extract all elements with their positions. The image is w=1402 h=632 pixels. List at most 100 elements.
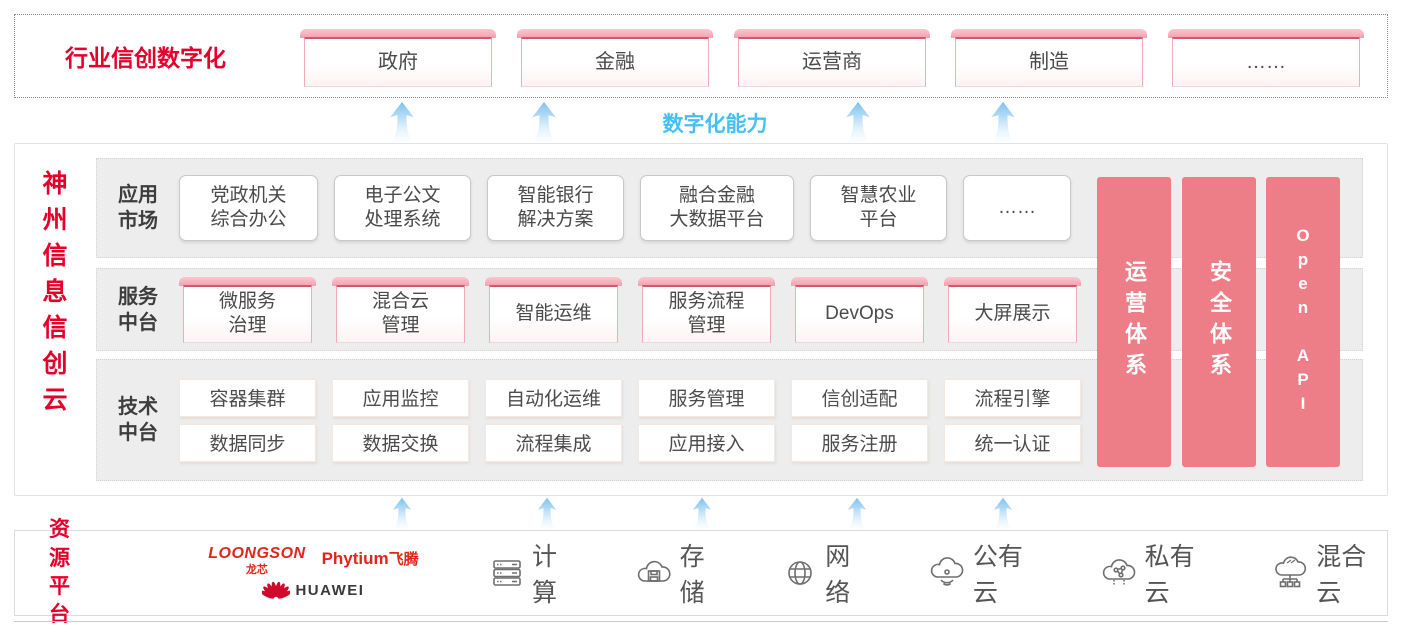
up-arrow-icon [991, 101, 1015, 143]
resource-item-public-cloud: 公有云 [928, 537, 1044, 609]
resource-item-label: 混合云 [1316, 543, 1367, 607]
tech-box: 信创适配 [791, 378, 928, 417]
compute-icon [493, 560, 521, 586]
tech-box: 流程引擎 [944, 378, 1081, 417]
row-app-market: 应用 市场 党政机关 综合办公 电子公文 处理系统 智能银行 解决方案 融合金融… [96, 158, 1363, 258]
bottom-divider [14, 621, 1388, 622]
industry-box-label: 政府 [378, 50, 418, 73]
row-label: 应用 市场 [118, 184, 158, 232]
industry-box-operator: 运营商 [734, 28, 930, 87]
industry-box-label: 运营商 [802, 50, 862, 73]
service-box: 大屏展示 [944, 276, 1081, 343]
up-arrow-icon [532, 101, 556, 143]
resource-item-label: 公有云 [972, 543, 1023, 607]
app-box: 融合金融 大数据平台 [640, 175, 794, 241]
resource-item-label: 网络 [825, 543, 851, 607]
industry-box-government: 政府 [300, 28, 496, 87]
box-cap [517, 28, 713, 38]
box-cap [300, 28, 496, 38]
network-icon [788, 561, 813, 585]
phytium-logo: Phytium飞腾 [322, 548, 419, 569]
phytium-wordmark: Phytium [321, 548, 389, 568]
tech-box: 数据交换 [332, 423, 469, 462]
tech-box: 应用接入 [638, 423, 775, 462]
row-tech-platform: 技术 中台 容器集群 数据同步 应用监控 数据交换 自动化运维 流程集成 [96, 359, 1363, 481]
box-cap [1168, 28, 1364, 38]
sidebar-open-api: Open API [1266, 177, 1340, 467]
app-box: 智慧农业 平台 [810, 175, 947, 241]
tech-box: 服务管理 [638, 378, 775, 417]
row-service-platform: 服务 中台 微服务 治理 混合云 管理 智能运维 服务流程 管理 DevOps … [96, 268, 1363, 351]
resource-item-private-cloud: 私有云 [1100, 537, 1216, 609]
industry-banner: 行业信创数字化 政府 金融 运营商 制造 …… [14, 14, 1388, 98]
resource-item-compute: 计算 [489, 537, 579, 609]
resource-item-list: 计算 存储 网络 [489, 537, 1387, 609]
sidebar-label: Open API [1293, 226, 1313, 418]
sidebar-label: 安全体系 [1207, 260, 1232, 384]
loongson-cn-label: 龙芯 [245, 563, 268, 576]
huawei-wordmark: HUAWEI [295, 582, 365, 599]
up-arrow-icon [392, 497, 412, 530]
platform-rows: 应用 市场 党政机关 综合办公 电子公文 处理系统 智能银行 解决方案 融合金融… [96, 158, 1363, 481]
storage-icon [637, 560, 671, 582]
up-arrow-icon [692, 497, 712, 530]
service-box: 混合云 管理 [332, 276, 469, 343]
service-box: DevOps [791, 276, 928, 343]
private-cloud-icon [1102, 559, 1135, 586]
capability-label: 数字化能力 [662, 113, 768, 136]
resource-item-network: 网络 [782, 537, 872, 609]
tech-column: 信创适配 服务注册 [791, 378, 928, 462]
platform-vertical-title: 神州信息信创云 [39, 170, 67, 422]
service-box: 服务流程 管理 [638, 276, 775, 343]
tech-box: 容器集群 [179, 378, 316, 417]
cloud-platform-panel: 神州信息信创云 应用 市场 党政机关 综合办公 电子公文 处理系统 智能银行 解… [14, 143, 1388, 496]
industry-box-manufacturing: 制造 [951, 28, 1147, 87]
industry-box-label: 制造 [1029, 50, 1069, 73]
resource-title: 资源 平台 [49, 518, 70, 627]
app-box: 智能银行 解决方案 [487, 175, 624, 241]
tech-column: 容器集群 数据同步 [179, 378, 316, 462]
resource-arrow-band [0, 497, 1402, 530]
sidebar-label: 运营体系 [1122, 260, 1147, 384]
tech-column: 应用监控 数据交换 [332, 378, 469, 462]
sidebar-security-system: 安全体系 [1182, 177, 1256, 467]
up-arrow-icon [390, 101, 414, 143]
up-arrow-icon [847, 497, 867, 530]
vendor-logos: LOONGSON 龙芯 Phytium飞腾 [186, 545, 441, 602]
tech-column: 自动化运维 流程集成 [485, 378, 622, 462]
industry-box-more: …… [1168, 28, 1364, 87]
resource-item-label: 私有云 [1144, 543, 1195, 607]
app-box: 党政机关 综合办公 [179, 175, 318, 241]
tech-box: 自动化运维 [485, 378, 622, 417]
tech-box: 流程集成 [485, 423, 622, 462]
tech-column: 服务管理 应用接入 [638, 378, 775, 462]
resource-item-hybrid-cloud: 混合云 [1271, 537, 1387, 609]
tech-column: 流程引擎 统一认证 [944, 378, 1081, 462]
app-box: …… [963, 175, 1071, 241]
resource-platform-panel: 资源 平台 LOONGSON 龙芯 Phytium飞腾 [14, 518, 1388, 626]
tech-box: 统一认证 [944, 423, 1081, 462]
resource-item-storage: 存储 [635, 537, 727, 609]
tech-box: 应用监控 [332, 378, 469, 417]
loongson-logo: LOONGSON 龙芯 [208, 545, 305, 577]
hybrid-cloud-icon [1275, 556, 1307, 588]
public-cloud-icon [930, 557, 964, 586]
loongson-wordmark: LOONGSON [208, 544, 306, 562]
box-cap [734, 28, 930, 38]
huawei-logo: HUAWEI [262, 580, 364, 602]
sidebar-operation-system: 运营体系 [1097, 177, 1171, 467]
service-box: 微服务 治理 [179, 276, 316, 343]
up-arrow-icon [537, 497, 557, 530]
industry-box-label: …… [1246, 50, 1286, 73]
resource-item-label: 存储 [679, 543, 705, 607]
industry-box-label: 金融 [595, 50, 635, 73]
huawei-petals-icon [262, 581, 291, 599]
tech-box: 数据同步 [179, 423, 316, 462]
row-label: 服务 中台 [118, 285, 158, 334]
box-cap [951, 28, 1147, 38]
industry-box-list: 政府 金融 运营商 制造 …… [300, 28, 1364, 87]
app-box: 电子公文 处理系统 [334, 175, 471, 241]
resource-item-label: 计算 [531, 543, 557, 607]
up-arrow-icon [993, 497, 1013, 530]
